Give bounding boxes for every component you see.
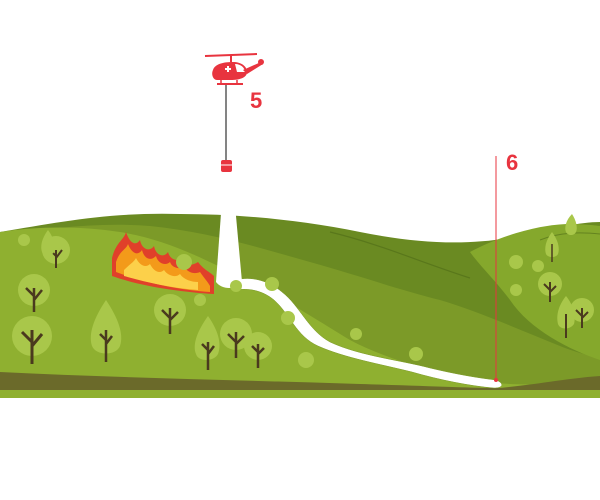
tree-icon bbox=[538, 272, 562, 302]
tree-icon bbox=[18, 274, 50, 312]
bush bbox=[194, 294, 206, 306]
landscape bbox=[0, 213, 600, 398]
tree-icon bbox=[565, 214, 577, 235]
step-label-6: 6 bbox=[506, 150, 518, 175]
tree-icon bbox=[12, 316, 52, 364]
bush bbox=[409, 347, 423, 361]
water-drop-cone bbox=[216, 172, 242, 288]
fire-icon bbox=[112, 232, 214, 294]
tree-icon bbox=[41, 230, 55, 255]
tree-icon bbox=[244, 332, 272, 368]
bush bbox=[230, 280, 242, 292]
helicopter-icon bbox=[204, 53, 264, 85]
tree-icon bbox=[154, 294, 186, 334]
tree-icon bbox=[557, 296, 575, 338]
bush bbox=[532, 260, 544, 272]
retardant-trail bbox=[235, 278, 502, 389]
bush bbox=[281, 311, 295, 325]
bush bbox=[265, 277, 279, 291]
tree-icon bbox=[194, 316, 220, 370]
ground-base bbox=[0, 390, 600, 398]
step-label-5: 5 bbox=[250, 88, 262, 113]
bush bbox=[509, 255, 523, 269]
bush bbox=[18, 234, 30, 246]
ridge-line bbox=[329, 231, 471, 279]
tree-icon bbox=[545, 232, 559, 262]
landing-marker-dot bbox=[494, 378, 498, 382]
bush bbox=[298, 352, 314, 368]
bush bbox=[350, 328, 362, 340]
bush bbox=[510, 284, 522, 296]
tree-icon bbox=[220, 318, 252, 358]
tree-icon bbox=[570, 298, 594, 328]
bush bbox=[176, 254, 192, 270]
water-bucket-icon bbox=[221, 160, 232, 172]
tree-icon bbox=[90, 300, 122, 362]
trees bbox=[12, 214, 594, 370]
